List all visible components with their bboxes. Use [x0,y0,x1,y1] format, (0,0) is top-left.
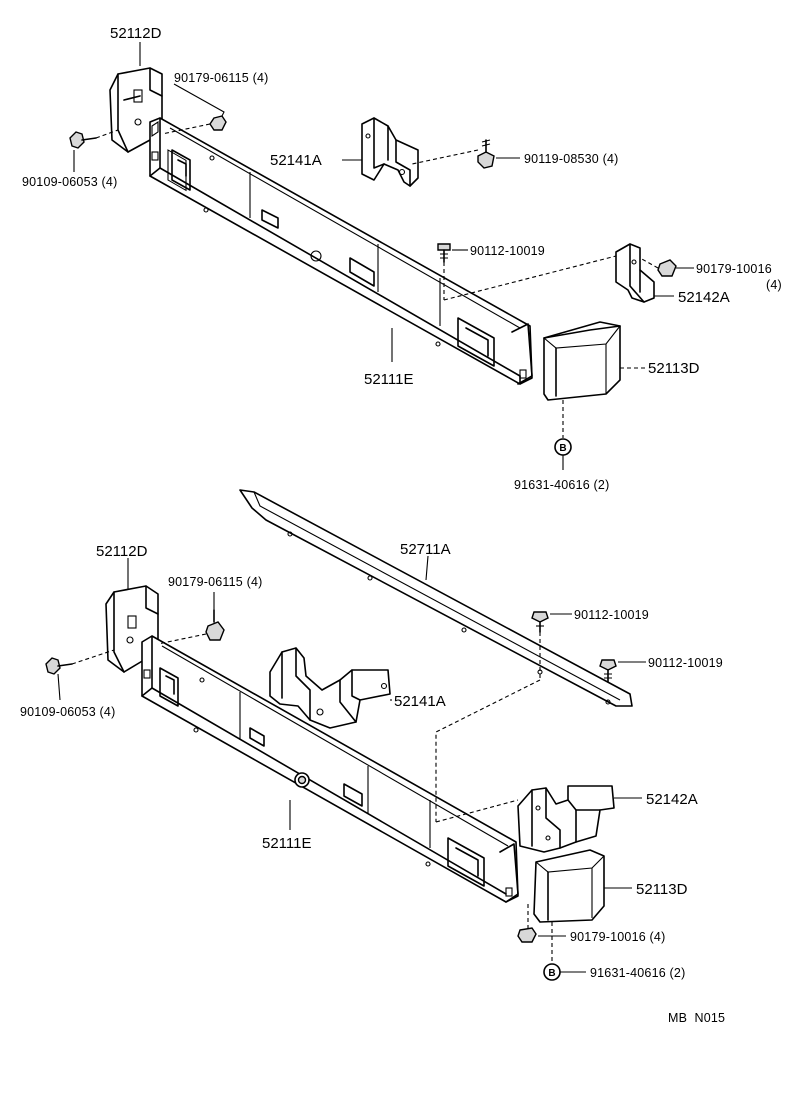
lower-dash-plate [435,679,541,822]
upper-corner-right-part [543,321,621,401]
lower-dash-bracket-right [435,799,519,823]
upper-label-screw-left: 90109-06053 (4) [22,175,117,189]
lower-label-reinforcement: 52111E [262,835,312,852]
lower-label-screw-left: 90109-06053 (4) [20,705,115,719]
upper-label-clip-marker: B [559,443,566,454]
lower-label-bracket-right: 52142A [646,791,698,808]
upper-dash-bracket-right [443,255,617,301]
upper-label-clip: 91631-40616 (2) [514,478,609,492]
lower-label-clip: 91631-40616 (2) [590,966,685,980]
upper-label-corner-left: 52112D [110,25,162,42]
upper-label-nut-top: 90179-06115 (4) [174,71,269,85]
upper-screw-left-icon [69,131,97,149]
lower-leader-plate [425,555,429,581]
lower-label-nut-bottom: 90179-10016 (4) [570,930,665,944]
lower-label-corner-left: 52112D [96,543,148,560]
lower-bracket-right-part [517,785,615,853]
diagram-id: MB N015 [668,1011,725,1025]
lower-dash-nut-top [157,633,207,645]
upper-leader-nut-top [173,83,225,117]
upper-label-bracket-left: 52141A [270,152,322,169]
upper-bracket-left-part [361,117,419,187]
upper-label-bracket-right: 52142A [678,289,730,306]
upper-label-bolt-right: 90119-08530 (4) [524,152,619,166]
lower-leader-screw-left [57,673,61,701]
lower-label-nut-top: 90179-06115 (4) [168,575,263,589]
lower-bolt-a-icon [531,611,549,633]
lower-label-bolt-b: 90112-10019 [648,656,723,670]
upper-nut-top-icon [209,115,227,131]
lower-assembly: 52112D 90179-06115 (4) 90109-06053 (4) 5… [20,489,723,981]
upper-dash-nut-top [161,123,211,135]
upper-bracket-right-part [615,243,655,303]
lower-screw-left-icon [45,657,73,675]
lower-label-plate: 52711A [400,541,451,558]
upper-reinforcement-part [149,117,533,385]
upper-label-nut-right-qty: (4) [766,278,782,292]
upper-dash-bolt-right [411,149,479,165]
lower-bolt-b-icon [599,659,617,683]
lower-reinforcement-part [141,635,519,903]
upper-bolt-right-icon [477,139,495,169]
upper-dash-nut-right [639,257,659,269]
lower-bracket-left-part [269,647,391,729]
lower-nut-bottom-icon [517,927,537,943]
upper-label-corner-right: 52113D [648,360,700,377]
lower-dash-screw-left [71,649,115,665]
upper-dash-screw-left [95,129,119,139]
lower-label-bolt-a: 90112-10019 [574,608,649,622]
lower-plate-part [239,489,633,707]
upper-assembly: 52112D 90179-06115 (4) 90109-06053 (4) 5… [22,25,782,492]
upper-label-nut-right: 90179-10016 [696,262,772,276]
lower-corner-right-part [533,849,605,923]
lower-label-clip-marker: B [548,968,555,979]
lower-label-bracket-left: 52141A [394,693,446,710]
upper-label-reinforcement: 52111E [364,371,414,388]
lower-label-corner-right: 52113D [636,881,688,898]
lower-nut-top-icon [205,609,225,641]
upper-nut-right-icon [657,259,677,277]
upper-label-bolt-center: 90112-10019 [470,244,545,258]
upper-bolt-center-icon [437,243,451,263]
